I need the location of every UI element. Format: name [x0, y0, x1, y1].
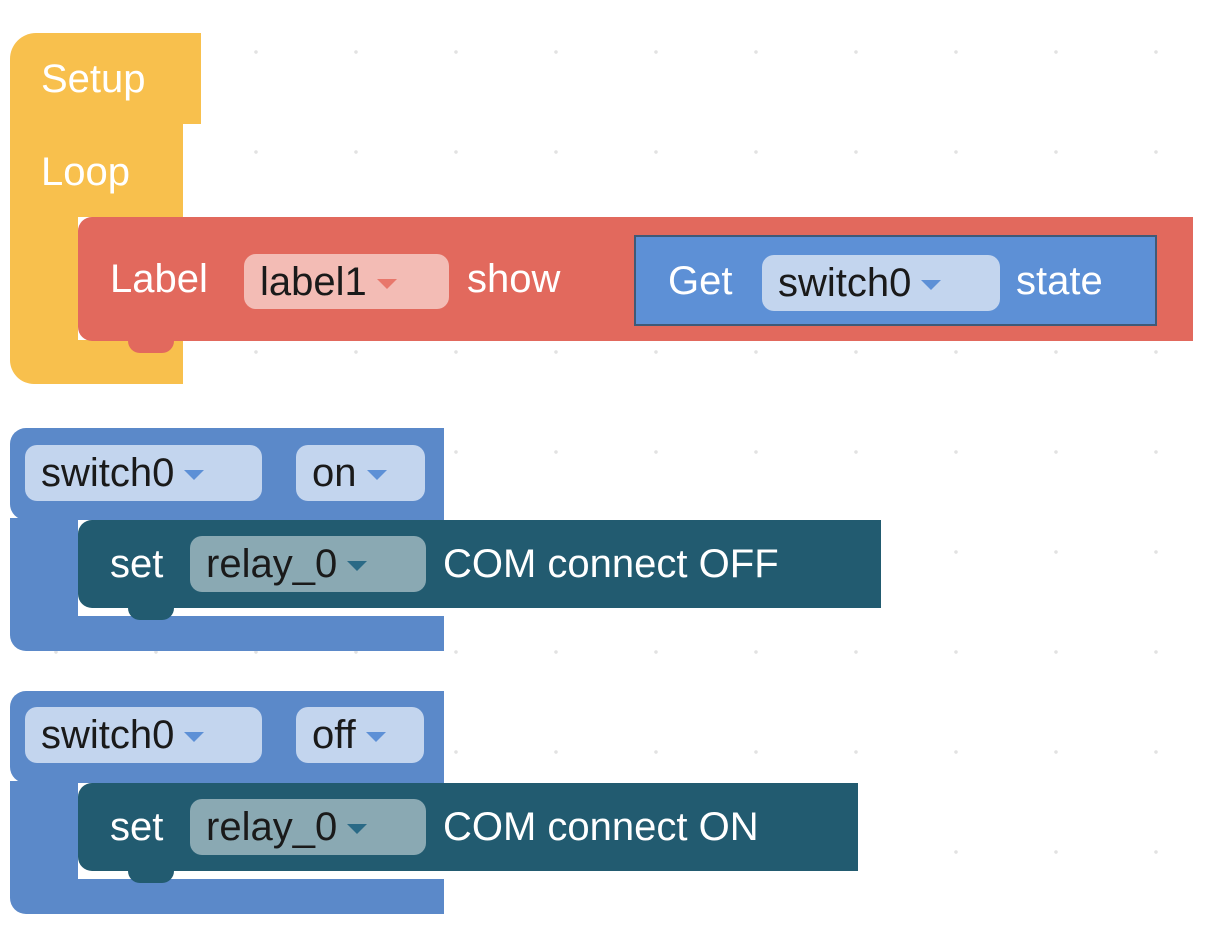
get-switch-state-block[interactable]: Get switch0 state [634, 235, 1157, 326]
show-text: show [467, 257, 561, 301]
get-switch-dropdown[interactable]: switch0 [762, 255, 1000, 311]
event2-switch-dropdown[interactable]: switch0 [25, 707, 262, 763]
switch-on-event-top[interactable]: switch0 on [10, 428, 444, 520]
event2-relay-dropdown[interactable]: relay_0 [190, 799, 426, 855]
event1-state-dropdown-value: on [312, 451, 357, 495]
switch-on-event-arm [10, 518, 78, 618]
chevron-down-icon [347, 561, 368, 571]
event1-relay-dropdown[interactable]: relay_0 [190, 536, 426, 592]
switch-on-event-bottom [10, 616, 444, 651]
chevron-down-icon [376, 278, 397, 289]
loop-block[interactable]: Loop [10, 123, 183, 217]
event1-state-dropdown[interactable]: on [296, 445, 425, 501]
event2-command-text: COM connect ON [443, 805, 759, 849]
chevron-down-icon [366, 470, 387, 480]
event1-command-text: COM connect OFF [443, 542, 779, 586]
set-relay-off-notch [128, 606, 174, 620]
setup-block[interactable]: Setup [10, 33, 201, 124]
loop-block-arm [10, 215, 78, 345]
set-relay-on-notch [128, 869, 174, 883]
event1-switch-dropdown[interactable]: switch0 [25, 445, 262, 501]
chevron-down-icon [921, 280, 942, 290]
chevron-down-icon [184, 470, 205, 480]
label-text: Label [110, 257, 208, 301]
label-block-notch [128, 339, 174, 353]
chevron-down-icon [365, 732, 386, 742]
get-text: Get [668, 259, 733, 303]
get-switch-dropdown-value: switch0 [778, 261, 912, 305]
switch-off-event-bottom [10, 879, 444, 914]
switch-off-event-top[interactable]: switch0 off [10, 691, 444, 783]
event1-switch-dropdown-value: switch0 [41, 451, 175, 495]
event2-relay-dropdown-value: relay_0 [206, 805, 338, 849]
set-relay-on-block[interactable]: set relay_0 COM connect ON [78, 783, 858, 871]
event2-state-dropdown[interactable]: off [296, 707, 424, 763]
label-dropdown[interactable]: label1 [244, 254, 449, 309]
event2-switch-dropdown-value: switch0 [41, 713, 175, 757]
label-dropdown-value: label1 [260, 259, 367, 304]
event2-state-dropdown-value: off [312, 713, 356, 757]
event1-relay-dropdown-value: relay_0 [206, 542, 338, 586]
loop-label: Loop [41, 150, 130, 194]
setup-label: Setup [41, 57, 146, 101]
set-relay-off-block[interactable]: set relay_0 COM connect OFF [78, 520, 881, 608]
state-text: state [1016, 259, 1103, 303]
chevron-down-icon [184, 732, 205, 742]
event2-set-text: set [110, 805, 164, 849]
event1-set-text: set [110, 542, 164, 586]
chevron-down-icon [347, 824, 368, 834]
switch-off-event-arm [10, 781, 78, 881]
